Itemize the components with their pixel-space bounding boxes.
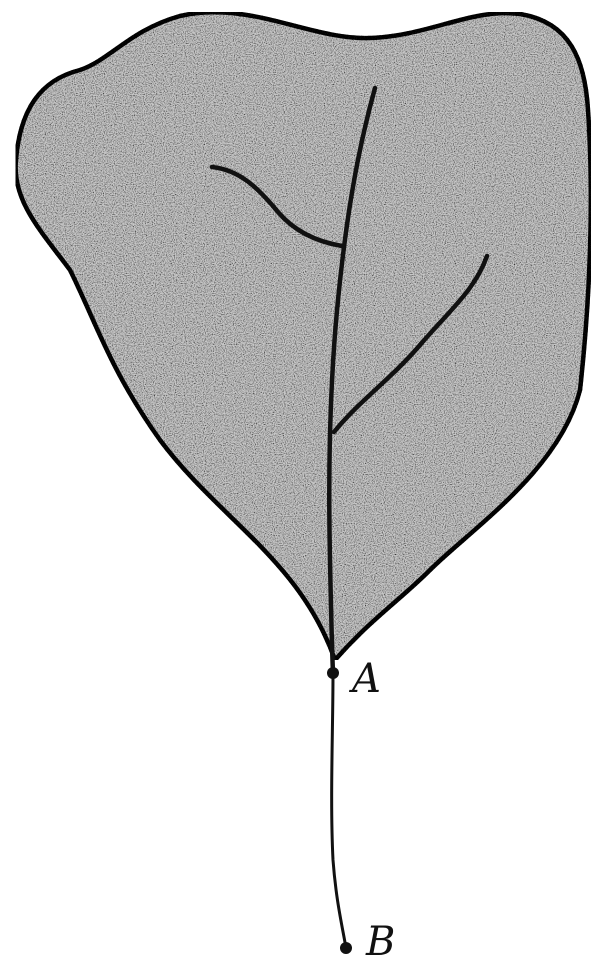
point-a-dot: [327, 667, 339, 679]
point-a-label: A: [348, 656, 381, 702]
point-b-dot: [340, 942, 352, 954]
point-b-label: B: [365, 919, 395, 965]
petiole: [332, 673, 346, 948]
leaf-blade: [16, 12, 591, 660]
